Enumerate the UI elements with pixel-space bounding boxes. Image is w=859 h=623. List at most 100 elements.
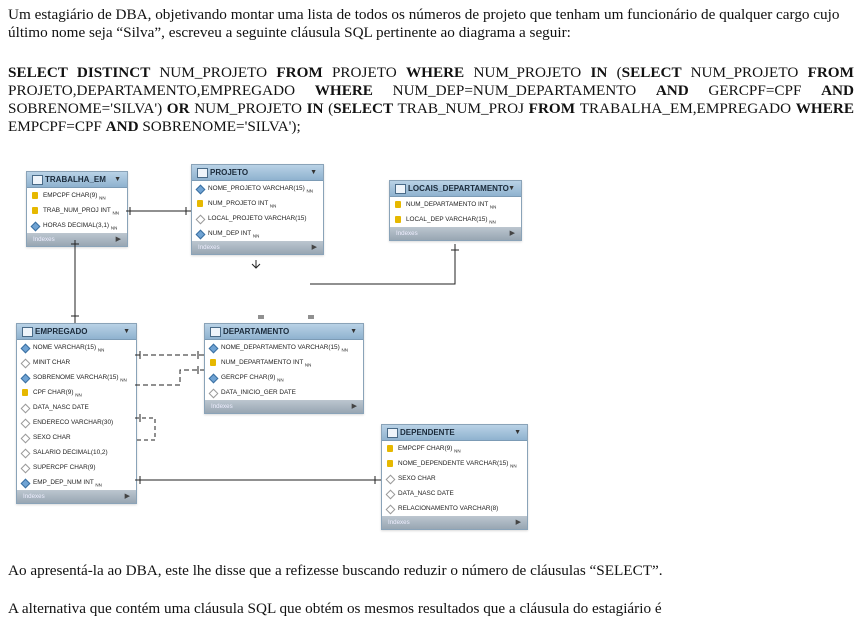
table-column: CPF CHAR(9) NN bbox=[17, 385, 136, 400]
table-header: EMPREGADO▼ bbox=[17, 324, 136, 340]
indexes-footer: Indexes▶ bbox=[205, 400, 363, 413]
not-null-flag: NN bbox=[304, 362, 312, 368]
table-header: DEPENDENTE ▼ bbox=[382, 425, 527, 441]
table-locais-departamento: LOCAIS_DEPARTAMENTO▼NUM_DEPARTAMENTO INT… bbox=[389, 180, 522, 241]
sql-text: SOBRENOME='SILVA'); bbox=[142, 118, 301, 135]
table-header: DEPARTAMENTO▼ bbox=[205, 324, 363, 340]
table-name: DEPENDENTE bbox=[400, 428, 455, 437]
sql-keyword: OR bbox=[166, 100, 195, 117]
table-column: SEXO CHAR bbox=[17, 430, 136, 445]
sql-text: TRAB_NUM_PROJ bbox=[397, 100, 529, 117]
table-column: SOBRENOME VARCHAR(15) NN bbox=[17, 370, 136, 385]
sql-keyword: SELECT bbox=[333, 100, 398, 117]
column-definition: SUPERCPF CHAR(9) bbox=[33, 464, 96, 471]
not-null-flag: NN bbox=[454, 448, 461, 454]
sql-text: ( bbox=[328, 100, 334, 117]
indexes-footer: Indexes ▶ bbox=[27, 233, 127, 246]
table-column: NUM_DEPARTAMENTO INT NN bbox=[390, 197, 521, 212]
table-icon bbox=[32, 175, 43, 185]
column-definition: LOCAL_DEP VARCHAR(15) bbox=[406, 216, 490, 223]
column-definition: CPF CHAR(9) bbox=[33, 389, 76, 396]
sql-keyword: IN bbox=[306, 100, 329, 117]
not-null-flag: NN bbox=[277, 377, 284, 383]
primary-key-icon bbox=[32, 192, 38, 199]
sql-keyword: WHERE bbox=[795, 100, 854, 117]
not-null-flag: NN bbox=[97, 347, 105, 353]
sql-keyword: FROM bbox=[528, 100, 580, 117]
column-definition: NOME_DEPARTAMENTO VARCHAR(15) bbox=[221, 344, 342, 351]
sql-keyword: SELECT bbox=[621, 64, 691, 81]
indexes-footer: Indexes▶ bbox=[390, 227, 521, 240]
table-name: TRABALHA_EM bbox=[45, 175, 106, 184]
primary-key-icon bbox=[395, 201, 401, 208]
sql-keyword: AND bbox=[821, 82, 854, 99]
indexes-label: Indexes bbox=[33, 236, 55, 243]
not-null-flag: NN bbox=[95, 482, 102, 488]
not-null-flag: NN bbox=[489, 219, 496, 225]
sql-text: TRABALHA_EM,EMPREGADO bbox=[579, 100, 796, 117]
primary-key-icon bbox=[32, 207, 38, 214]
column-definition: NUM_DEPARTAMENTO INT bbox=[221, 359, 305, 366]
table-column: NOME_DEPENDENTE VARCHAR(15) NN bbox=[382, 456, 527, 471]
column-definition: SALARIO DECIMAL(10,2) bbox=[33, 449, 108, 456]
sql-keyword: IN bbox=[590, 64, 617, 81]
column-definition: SEXO CHAR bbox=[398, 475, 436, 482]
column-definition: RELACIONAMENTO VARCHAR(8) bbox=[398, 505, 499, 512]
column-definition: EMPCPF CHAR(9) bbox=[43, 192, 100, 199]
collapse-arrow-icon: ▼ bbox=[310, 169, 317, 176]
not-null-flag: NN bbox=[112, 210, 119, 216]
sql-text: PROJETO bbox=[331, 64, 406, 81]
column-definition: DATA_INICIO_GER DATE bbox=[221, 389, 296, 396]
indexes-footer: Indexes▶ bbox=[17, 490, 136, 503]
column-definition: SEXO CHAR bbox=[33, 434, 71, 441]
table-column: NUM_PROJETO INT NN bbox=[192, 196, 323, 211]
table-column: NUM_DEPARTAMENTO INT NN bbox=[205, 355, 363, 370]
sql-statement: SELECT DISTINCT NUM_PROJETO FROM PROJETO… bbox=[8, 64, 854, 136]
table-column: GERCPF CHAR(9) NN bbox=[205, 370, 363, 385]
not-null-flag: NN bbox=[75, 392, 82, 398]
not-null-flag: NN bbox=[99, 195, 106, 201]
primary-key-icon bbox=[197, 200, 203, 207]
sql-text: NUM_PROJETO bbox=[194, 100, 307, 117]
sql-keyword: AND bbox=[655, 82, 709, 99]
sql-keyword: FROM bbox=[807, 64, 854, 81]
table-header: LOCAIS_DEPARTAMENTO▼ bbox=[390, 181, 521, 197]
sql-keyword: WHERE bbox=[405, 64, 474, 81]
collapse-arrow-icon: ▼ bbox=[514, 429, 521, 436]
question-intro: Um estagiário de DBA, objetivando montar… bbox=[8, 6, 840, 41]
expand-arrow-icon: ▶ bbox=[124, 493, 130, 500]
table-column: TRAB_NUM_PROJ INT NN bbox=[27, 203, 127, 218]
column-definition: NUM_PROJETO INT bbox=[208, 200, 270, 207]
expand-arrow-icon: ▶ bbox=[351, 403, 357, 410]
column-definition: SOBRENOME VARCHAR(15) bbox=[33, 374, 121, 381]
sql-text: PROJETO,DEPARTAMENTO,EMPREGADO bbox=[8, 82, 315, 99]
table-name: DEPARTAMENTO bbox=[223, 327, 290, 336]
primary-key-icon bbox=[387, 460, 393, 467]
column-definition: NOME VARCHAR(15) bbox=[33, 344, 98, 351]
table-column: DATA_INICIO_GER DATE bbox=[205, 385, 363, 400]
expand-arrow-icon: ▶ bbox=[509, 230, 515, 237]
indexes-footer: Indexes▶ bbox=[382, 516, 527, 529]
not-null-flag: NN bbox=[306, 188, 313, 194]
primary-key-icon bbox=[210, 359, 216, 366]
column-definition: NUM_DEP INT bbox=[208, 230, 253, 237]
table-header: PROJETO▼ bbox=[192, 165, 323, 181]
question-after: Ao apresentá-la ao DBA, este lhe disse q… bbox=[8, 562, 663, 579]
column-definition: MINIT CHAR bbox=[33, 359, 71, 366]
expand-arrow-icon: ▶ bbox=[515, 519, 521, 526]
sql-text: EMPCPF=CPF bbox=[8, 118, 106, 135]
column-definition: EMPCPF CHAR(9) bbox=[398, 445, 455, 452]
sql-keyword: WHERE bbox=[314, 82, 393, 99]
table-column: DATA_NASC DATE bbox=[382, 486, 527, 501]
table-icon bbox=[210, 327, 221, 337]
table-column: DATA_NASC DATE bbox=[17, 400, 136, 415]
table-column: SUPERCPF CHAR(9) bbox=[17, 460, 136, 475]
table-column: EMPCPF CHAR(9) NN bbox=[27, 188, 127, 203]
sql-keyword: SELECT DISTINCT bbox=[8, 64, 160, 81]
indexes-footer: Indexes▶ bbox=[192, 241, 323, 254]
table-column: ENDERECO VARCHAR(30) bbox=[17, 415, 136, 430]
expand-arrow-icon: ▶ bbox=[115, 236, 121, 243]
table-column: NUM_DEP INT NN bbox=[192, 226, 323, 241]
column-definition: LOCAL_PROJETO VARCHAR(15) bbox=[208, 215, 307, 222]
primary-key-icon bbox=[395, 216, 401, 223]
